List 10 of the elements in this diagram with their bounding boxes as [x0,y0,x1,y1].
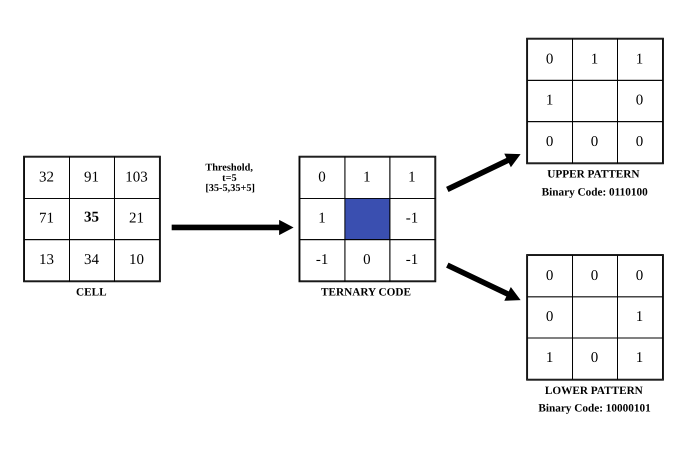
node-label: Binary Code: 0110100 [542,186,648,198]
node-label: Binary Code: 10000101 [538,402,651,415]
node-label: LOWER PATTERN [544,384,643,397]
edge-label: Threshold, t=5 [35-5,35+5] [205,162,255,194]
node-label: UPPER PATTERN [547,168,640,180]
arrow [446,154,521,192]
arrow [172,220,294,236]
node-label: CELL [76,286,107,298]
node-label: TERNARY CODE [321,286,412,298]
arrow [446,262,521,301]
